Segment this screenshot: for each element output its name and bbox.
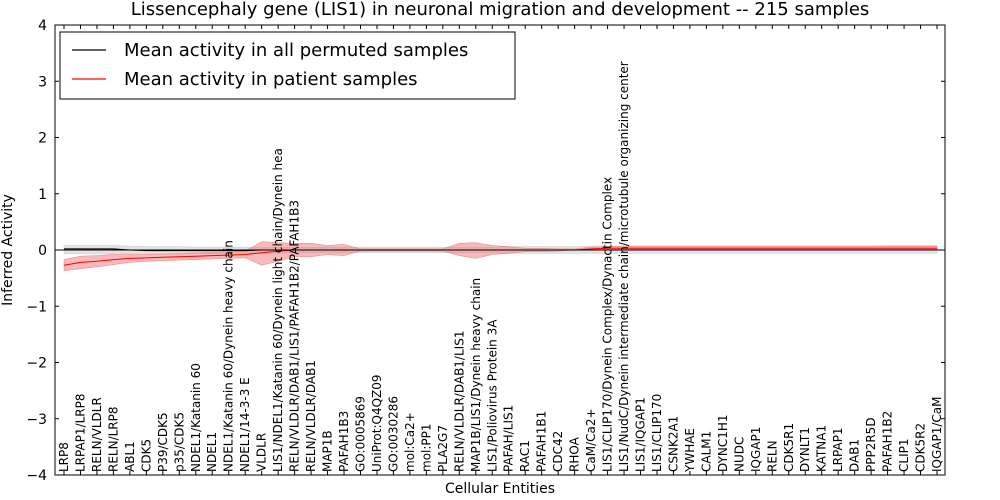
x-category-label: MAP1B/LIS1/Dynein heavy chain <box>469 278 483 472</box>
x-category-label: ABL1 <box>123 441 137 472</box>
x-axis-ticks <box>63 25 938 475</box>
x-category-label: RELN/VLDLR/DAB1/LIS1/PAFAH1B2/PAFAH1B3 <box>288 200 302 472</box>
x-category-label: CALM1 <box>699 431 713 472</box>
x-category-label: CSNK2A1 <box>667 416 681 472</box>
y-tick-label: −4 <box>26 468 47 484</box>
x-category-label: LIS1/NDEL1/Katanin 60/Dynein light chain… <box>271 148 285 472</box>
x-category-label: CDC42 <box>551 431 565 472</box>
x-category-label: LIS1/CLIP170 <box>650 394 664 472</box>
x-category-label: RELN/VLDLR/DAB1/LIS1 <box>452 331 466 472</box>
x-category-label: LIS1/NudC/Dynein intermediate chain/micr… <box>617 61 631 472</box>
x-category-label: DYNLT1 <box>798 427 812 472</box>
x-category-label: RELN <box>765 440 779 472</box>
x-category-label: CDK5 <box>139 439 153 472</box>
x-category-label: P39/CDK5 <box>156 412 170 472</box>
x-category-label: DYNC1H1 <box>716 414 730 472</box>
x-category-label: MAP1B <box>321 430 335 472</box>
x-category-label: PLA2G7 <box>436 425 450 472</box>
x-category-label: RELN/VLDLR/DAB1 <box>304 360 318 472</box>
x-category-label: DAB1 <box>848 439 862 472</box>
x-category-label: PAFAH1B3 <box>337 411 351 472</box>
x-category-label: mol:Ca2+ <box>403 412 417 472</box>
y-axis-title: Inferred Activity <box>0 194 16 306</box>
x-category-label: PPP2R5D <box>864 417 878 472</box>
chart-title: Lissencephaly gene (LIS1) in neuronal mi… <box>131 0 870 20</box>
x-category-label: IQGAP1/CaM <box>930 397 944 473</box>
x-category-label: LIS1/CLIP170/Dynein Complex/Dynactin Com… <box>601 177 615 472</box>
x-category-label: RAC1 <box>518 440 532 472</box>
y-tick-label: 3 <box>38 74 47 90</box>
x-category-label: PAFAH1B2 <box>881 411 895 472</box>
x-category-label: LRPAP1/LRP8 <box>74 393 88 472</box>
x-category-label: KATNA1 <box>815 425 829 472</box>
legend-box <box>59 31 516 100</box>
x-category-label: GO:0030286 <box>386 396 400 472</box>
y-tick-label: −2 <box>26 356 47 372</box>
x-category-label: LIS1/IQGAP1 <box>634 397 648 472</box>
x-category-label: PAFAH/LIS1 <box>502 405 516 472</box>
x-category-label: RELN/LRP8 <box>106 406 120 472</box>
x-category-label: LIS1/Poliovirus Protein 3A <box>485 319 499 472</box>
legend: Mean activity in all permuted samplesMea… <box>59 31 516 100</box>
x-category-label: LRP8 <box>57 442 71 472</box>
y-tick-label: 0 <box>38 243 47 259</box>
x-category-label: LRPAP1 <box>831 427 845 472</box>
x-category-label: UniProt:Q4QZ09 <box>370 374 384 472</box>
x-axis-title: Cellular Entities <box>445 481 555 497</box>
x-category-label: IQGAP1 <box>749 427 763 472</box>
x-category-label: NDEL1/Katanin 60 <box>189 363 203 472</box>
x-category-label: mol:PP1 <box>419 423 433 472</box>
x-category-label: YWHAE <box>683 428 697 473</box>
x-category-label: CDK5R1 <box>782 423 796 472</box>
x-category-label: RELN/VLDLR <box>90 397 104 472</box>
y-tick-label: −1 <box>26 299 47 315</box>
x-category-label: CaM/Ca2+ <box>584 408 598 472</box>
x-category-label: NDEL1 <box>205 432 219 472</box>
x-category-label: NUDC <box>732 437 746 472</box>
y-tick-label: 2 <box>38 131 47 147</box>
x-category-label: RHOA <box>568 436 582 472</box>
y-tick-label: −3 <box>26 412 47 428</box>
x-category-label: p35/CDK5 <box>172 412 186 472</box>
y-axis-ticks: 4 3 2 1 0 −1 −2 −3 −4 <box>26 18 945 484</box>
x-category-label: GO:0005869 <box>354 396 368 472</box>
x-category-label: NDEL1/Katanin 60/Dynein heavy chain <box>222 240 236 472</box>
legend-label: Mean activity in all permuted samples <box>124 40 468 61</box>
y-tick-label: 4 <box>38 18 47 34</box>
x-category-label: PAFAH1B1 <box>535 411 549 472</box>
y-tick-label: 1 <box>38 187 47 203</box>
x-category-label: CLIP1 <box>897 439 911 472</box>
band-1 <box>63 241 938 272</box>
x-category-label: NDEL1/14-3-3 E <box>238 377 252 472</box>
legend-label: Mean activity in patient samples <box>124 69 418 90</box>
x-category-label: VLDLR <box>255 433 269 472</box>
x-category-label: CDK5R2 <box>914 423 928 472</box>
